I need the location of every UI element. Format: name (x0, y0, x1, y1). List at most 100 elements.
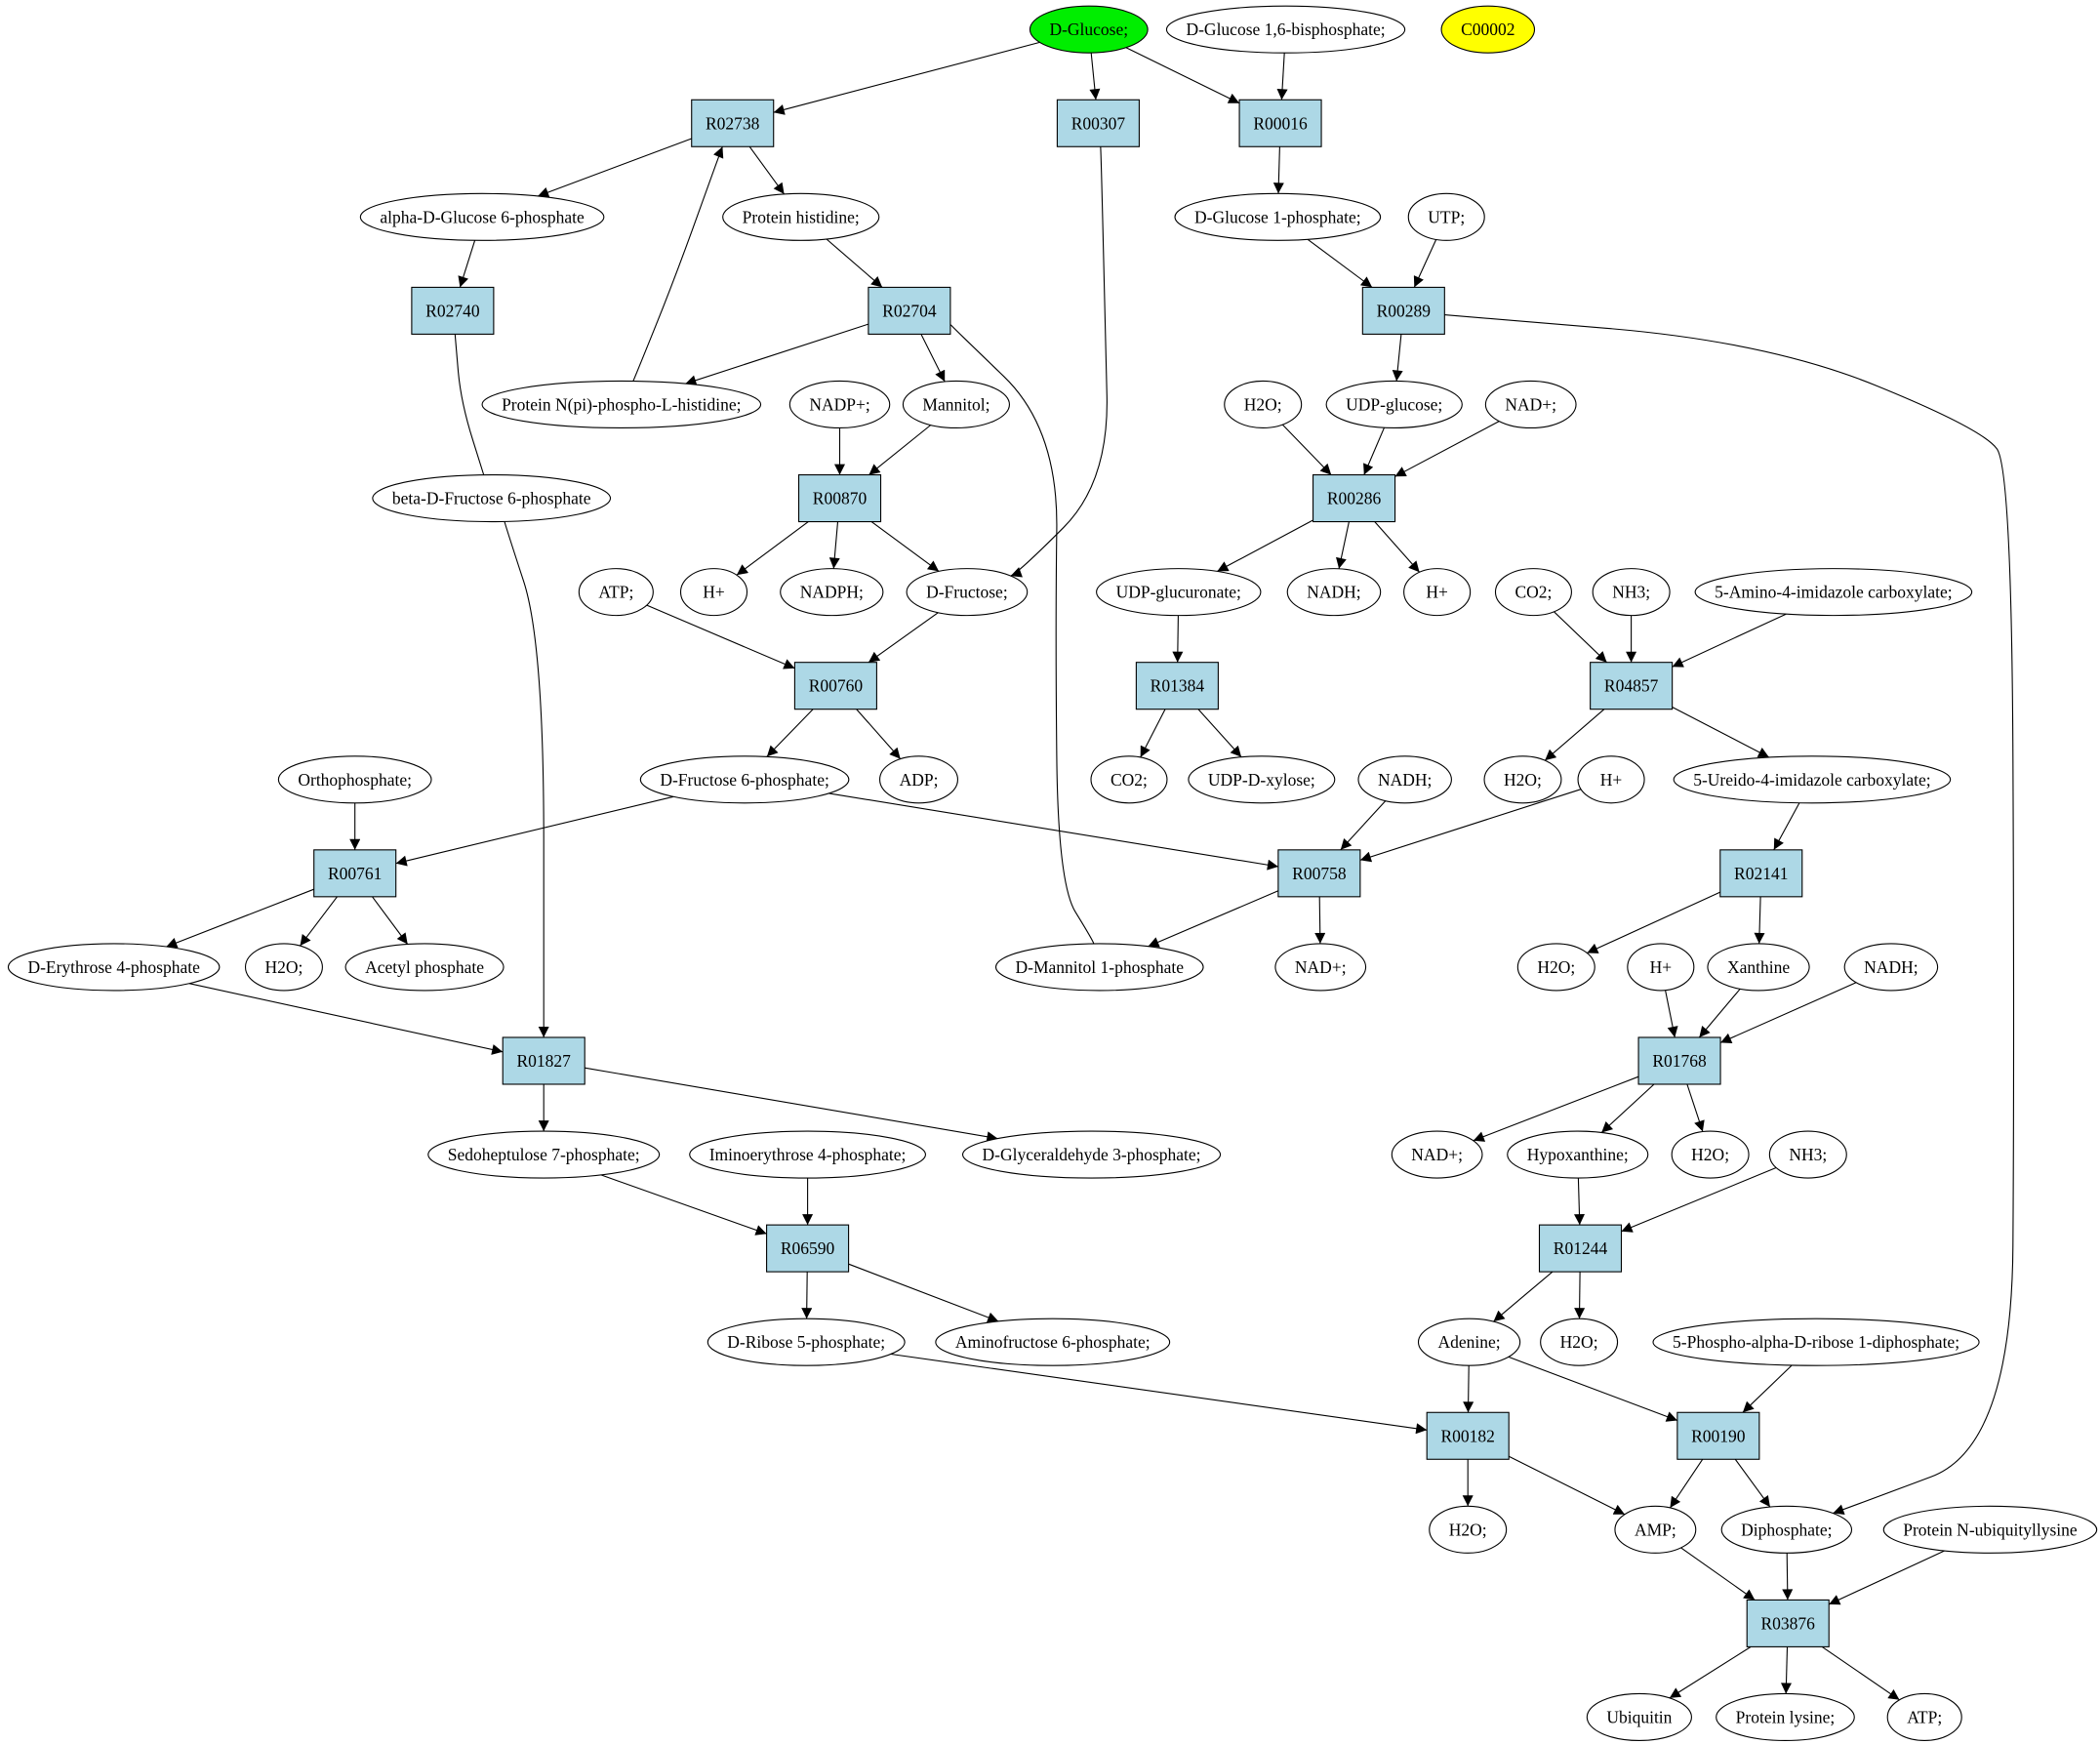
compound-label-h2o: H2O; (1537, 957, 1575, 977)
compound-node[interactable]: NADH; (1286, 568, 1382, 617)
compound-label-diphosphate: Diphosphate; (1741, 1520, 1832, 1539)
compound-node[interactable]: D-Ribose 5-phosphate; (707, 1318, 906, 1366)
compound-node[interactable]: D-Mannitol 1-phosphate (994, 943, 1204, 992)
reaction-label-r01384: R01384 (1151, 676, 1205, 696)
reaction-node[interactable]: R00190 (1676, 1411, 1760, 1460)
compound-node[interactable]: Adenine; (1417, 1318, 1521, 1366)
compound-node[interactable]: Acetyl phosphate (344, 943, 505, 992)
reaction-node[interactable]: R01244 (1538, 1224, 1623, 1273)
compound-node[interactable]: Protein N(pi)-phospho-L-histidine; (481, 380, 762, 429)
compound-node[interactable]: NH3; (1592, 568, 1671, 617)
reaction-node[interactable]: R01384 (1135, 662, 1219, 710)
compound-node[interactable]: Hypoxanthine; (1507, 1130, 1649, 1179)
compound-node[interactable]: D-Erythrose 4-phosphate (7, 943, 221, 992)
compound-ellipse (1652, 1318, 1980, 1366)
compound-node[interactable]: alpha-D-Glucose 6-phosphate (359, 192, 605, 241)
compound-node[interactable]: D-Glucose 1-phosphate; (1174, 192, 1382, 241)
compound-node[interactable]: 5-Phospho-alpha-D-ribose 1-diphosphate; (1652, 1318, 1980, 1366)
reaction-node[interactable]: R00760 (793, 662, 877, 710)
reaction-node[interactable]: R00182 (1426, 1411, 1510, 1460)
reaction-node[interactable]: R02738 (691, 99, 775, 147)
reaction-node[interactable]: R00286 (1312, 474, 1396, 523)
reaction-node[interactable]: R01768 (1637, 1036, 1721, 1085)
compound-label-amp: AMP; (1635, 1520, 1676, 1539)
reaction-node[interactable]: R00289 (1361, 286, 1445, 335)
reaction-node[interactable]: R01827 (502, 1036, 586, 1085)
reaction-label-r06590: R06590 (781, 1238, 835, 1258)
compound-node[interactable]: H2O; (1429, 1505, 1508, 1554)
compound-label-aminofructose-6-phosphate: Aminofructose 6-phosphate; (955, 1332, 1151, 1352)
compound-node[interactable]: NADH; (1843, 943, 1939, 992)
compound-node[interactable]: Mannitol; (902, 380, 1010, 429)
compound-node[interactable]: Orthophosphate; (277, 755, 432, 804)
product-edge (166, 888, 314, 949)
compound-node[interactable]: Ubiquitin (1586, 1692, 1692, 1742)
compound-node[interactable]: beta-D-Fructose 6-phosphate (372, 474, 612, 523)
compound-ellipse (1391, 1130, 1483, 1179)
compound-node[interactable]: ATP; (578, 568, 654, 617)
compound-node[interactable]: H2O; (1516, 943, 1595, 992)
reaction-node[interactable]: R00016 (1238, 99, 1322, 147)
compound-node[interactable]: NAD+; (1391, 1130, 1483, 1179)
compound-node[interactable]: UTP; (1407, 192, 1485, 241)
compound-node[interactable]: H+ (1403, 568, 1472, 617)
compound-node[interactable]: Iminoerythrose 4-phosphate; (689, 1130, 926, 1179)
reaction-node[interactable]: R04857 (1590, 662, 1674, 710)
compound-node[interactable]: H2O; (1671, 1130, 1750, 1179)
compound-node[interactable]: H+ (1577, 755, 1645, 804)
compound-node[interactable]: H+ (679, 568, 748, 617)
reaction-node[interactable]: R02704 (868, 286, 951, 335)
compound-node[interactable]: NAD+; (1484, 380, 1577, 429)
compound-ellipse (1540, 1318, 1619, 1366)
product-edge (766, 709, 814, 757)
compound-node[interactable]: Aminofructose 6-phosphate; (935, 1318, 1171, 1366)
compound-node[interactable]: 5-Ureido-4-imidazole carboxylate; (1673, 755, 1952, 804)
compound-node[interactable]: Protein lysine; (1716, 1692, 1855, 1742)
compound-node[interactable]: D-Glucose; (1029, 5, 1149, 54)
substrate-edge (1782, 1553, 1794, 1601)
compound-ellipse (1090, 755, 1168, 804)
compound-node[interactable]: CO2; (1090, 755, 1168, 804)
reaction-node[interactable]: R00307 (1056, 99, 1140, 147)
compound-node[interactable]: H+ (1627, 943, 1695, 992)
compound-node[interactable]: NH3; (1768, 1130, 1847, 1179)
compound-node[interactable]: NADPH; (780, 568, 884, 617)
compound-node[interactable]: H2O; (244, 943, 323, 992)
compound-node[interactable]: D-Fructose 6-phosphate; (639, 755, 850, 804)
compound-node[interactable]: H2O; (1540, 1318, 1619, 1366)
compound-node[interactable]: AMP; (1614, 1505, 1697, 1554)
compound-node[interactable]: ATP; (1886, 1692, 1962, 1742)
compound-node[interactable]: UDP-glucose; (1325, 380, 1463, 429)
reaction-node[interactable]: R02740 (411, 286, 495, 335)
compound-node[interactable]: D-Fructose; (906, 568, 1029, 617)
reaction-node[interactable]: R00870 (797, 474, 882, 523)
compound-node[interactable]: C00002 (1440, 5, 1536, 54)
reaction-label-r01827: R01827 (516, 1051, 571, 1071)
compound-node[interactable]: H2O; (1224, 380, 1303, 429)
compound-node[interactable]: NADP+; (788, 380, 891, 429)
compound-node[interactable]: 5-Amino-4-imidazole carboxylate; (1694, 568, 1973, 617)
compound-node[interactable]: Protein histidine; (722, 192, 880, 241)
compound-node[interactable]: NAD+; (1274, 943, 1367, 992)
reaction-node[interactable]: R03876 (1746, 1599, 1830, 1647)
compound-node[interactable]: D-Glucose 1,6-bisphosphate; (1165, 5, 1406, 54)
reaction-node[interactable]: R06590 (766, 1224, 850, 1273)
compound-node[interactable]: Protein N-ubiquityllysine (1882, 1505, 2098, 1554)
compound-node[interactable]: Xanthine (1707, 943, 1810, 992)
substrate-edge (1359, 789, 1582, 863)
reaction-box (1426, 1411, 1510, 1460)
compound-node[interactable]: H2O; (1483, 755, 1562, 804)
reaction-node[interactable]: R00758 (1277, 849, 1361, 898)
compound-label-nh3: NH3; (1612, 583, 1650, 602)
compound-ellipse (1494, 568, 1572, 617)
reaction-node[interactable]: R00761 (313, 849, 397, 898)
compound-node[interactable]: CO2; (1494, 568, 1572, 617)
compound-node[interactable]: D-Glyceraldehyde 3-phosphate; (961, 1130, 1222, 1179)
compound-node[interactable]: ADP; (879, 755, 958, 804)
compound-node[interactable]: NADH; (1357, 755, 1452, 804)
compound-node[interactable]: UDP-D-xylose; (1188, 755, 1336, 804)
compound-node[interactable]: Sedoheptulose 7-phosphate; (427, 1130, 661, 1179)
reaction-node[interactable]: R02141 (1719, 849, 1803, 898)
compound-node[interactable]: UDP-glucuronate; (1096, 568, 1262, 617)
compound-node[interactable]: Diphosphate; (1720, 1505, 1853, 1554)
